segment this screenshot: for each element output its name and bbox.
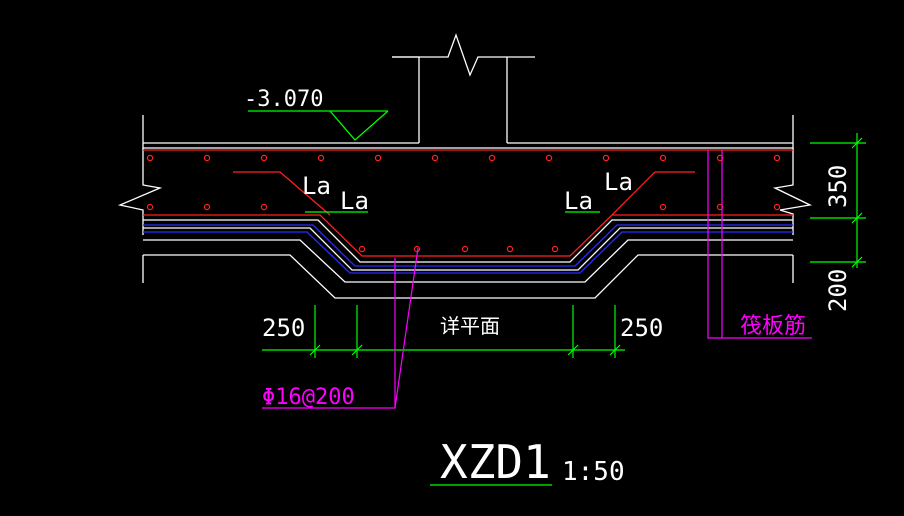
rebar-dot <box>260 154 268 162</box>
rebar-dot <box>146 154 154 162</box>
rebar-dot <box>545 154 553 162</box>
rebar-dot <box>146 203 154 211</box>
dimension-lower: 200 <box>824 269 852 312</box>
rebar-dot <box>506 245 514 253</box>
rebar-dot <box>374 154 382 162</box>
elevation-marker <box>248 110 389 141</box>
rebar-dot <box>461 245 469 253</box>
inner-white-layer <box>143 219 793 271</box>
dimension-upper: 350 <box>824 165 852 208</box>
rebar-dot <box>551 245 559 253</box>
drawing-title: XZD1 <box>440 435 551 489</box>
drawing-scale: 1:50 <box>562 457 625 487</box>
rebar-dot <box>203 154 211 162</box>
raft-rebar-leader <box>707 150 812 339</box>
rebar-dot <box>203 203 211 211</box>
anchor-label-right-outer: La <box>604 168 633 196</box>
dimension-right: 250 <box>620 314 663 342</box>
rebar-dot <box>716 154 724 162</box>
rebar-dot <box>716 203 724 211</box>
anchor-label-left-outer: La <box>302 172 331 200</box>
rebar-lines <box>143 149 793 257</box>
rebar-dot <box>659 154 667 162</box>
anchor-label-left-inner: La <box>340 187 369 215</box>
plan-reference: 详平面 <box>440 314 500 338</box>
rebar-spec-label: Φ16@200 <box>262 385 355 410</box>
bottom-dimension <box>262 305 625 358</box>
dimension-left: 250 <box>262 314 305 342</box>
anchor-label-right-inner: La <box>564 187 593 215</box>
rebar-dot <box>431 154 439 162</box>
rebar-dot <box>317 154 325 162</box>
rebar-dot <box>358 245 366 253</box>
rebar-dot <box>659 203 667 211</box>
rebar-spec-leader <box>262 247 419 409</box>
column-outline <box>392 33 535 143</box>
rebar-dot <box>602 154 610 162</box>
rebar-dot <box>773 203 781 211</box>
elevation-label: -3.070 <box>244 87 323 112</box>
rebar-dot <box>773 154 781 162</box>
waterproof-layers <box>143 224 793 274</box>
rebar-dot <box>488 154 496 162</box>
rebar-dot <box>260 203 268 211</box>
rebar-dots <box>146 154 781 253</box>
raft-rebar-label: 筏板筋 <box>740 314 806 339</box>
slab-outline <box>117 115 813 299</box>
right-dimension <box>810 133 866 268</box>
